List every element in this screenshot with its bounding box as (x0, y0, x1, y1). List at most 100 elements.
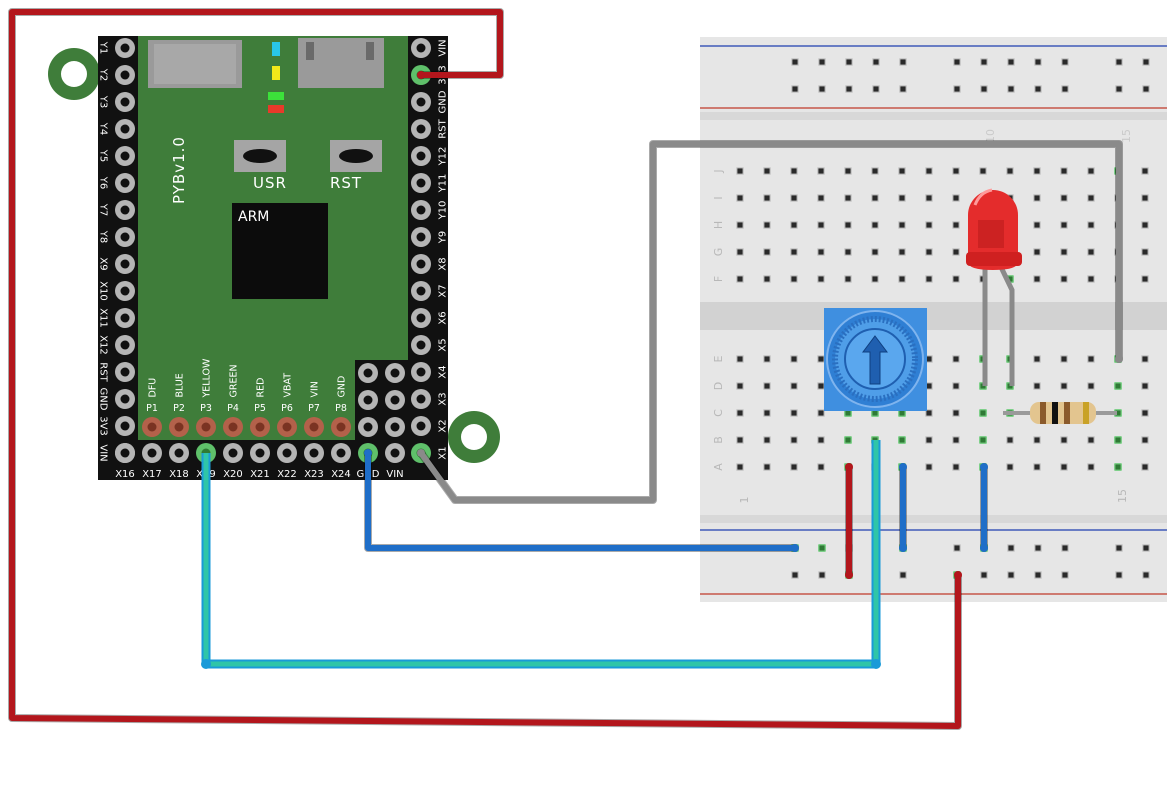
breadboard-hole (1007, 464, 1013, 470)
breadboard-hole (846, 59, 852, 65)
breadboard-hole (791, 195, 797, 201)
breadboard-hole (953, 437, 959, 443)
pin-label: Y9 (438, 231, 449, 244)
breadboard-hole (819, 545, 825, 551)
breadboard-hole (764, 356, 770, 362)
pin-label: X3 (438, 392, 449, 405)
breadboard-hole (1034, 168, 1040, 174)
wire-end (845, 463, 853, 471)
pin-label: Y10 (438, 201, 449, 221)
breadboard-hole (953, 383, 959, 389)
header-pin-hole (416, 232, 426, 242)
breadboard-hole (791, 249, 797, 255)
led-pad-name: DFU (148, 378, 159, 398)
breadboard-hole (953, 410, 959, 416)
header-pin-hole (416, 205, 426, 215)
header-pin-hole (390, 395, 400, 405)
breadboard-hole (1088, 437, 1094, 443)
breadboard-hole (872, 168, 878, 174)
row-letter: D (712, 382, 725, 390)
breadboard-hole (953, 276, 959, 282)
breadboard-hole (1034, 383, 1040, 389)
wire-end (417, 449, 425, 457)
breadboard-hole (737, 410, 743, 416)
breadboard-hole (872, 249, 878, 255)
header-pin-hole (363, 368, 373, 378)
breadboard-hole (1142, 356, 1148, 362)
pin-label: X12 (98, 335, 109, 355)
led-pad-name: GND (337, 376, 348, 398)
header-pin-hole (363, 422, 373, 432)
led-pad-hole (201, 422, 211, 432)
breadboard-hole (764, 410, 770, 416)
row-letter: I (712, 196, 725, 199)
header-pin-hole (416, 124, 426, 134)
breadboard-hole (980, 168, 986, 174)
breadboard-hole (1061, 383, 1067, 389)
breadboard-hole (737, 464, 743, 470)
breadboard-hole (953, 356, 959, 362)
breadboard-hole (845, 276, 851, 282)
breadboard-hole (845, 222, 851, 228)
breadboard-hole (1061, 249, 1067, 255)
breadboard-hole (1062, 545, 1068, 551)
pin-label: X11 (98, 308, 109, 328)
header-pin-hole (120, 124, 130, 134)
breadboard-hole (1008, 59, 1014, 65)
breadboard-hole (981, 86, 987, 92)
breadboard-hole (953, 464, 959, 470)
breadboard-hole (954, 86, 960, 92)
breadboard-hole (818, 383, 824, 389)
breadboard-hole (1116, 572, 1122, 578)
led-red (268, 105, 284, 113)
wire-end (980, 544, 988, 552)
header-pin-hole (120, 313, 130, 323)
header-pin-hole (120, 340, 130, 350)
header-pin-hole (120, 43, 130, 53)
wires (8, 8, 1123, 730)
breadboard-hole (899, 195, 905, 201)
breadboard-hole (845, 437, 851, 443)
header-pin-hole (120, 151, 130, 161)
breadboard-hole (1007, 437, 1013, 443)
header-pin-hole (120, 286, 130, 296)
led-yellow (272, 66, 280, 80)
led-pad-label: P2 (173, 403, 185, 414)
breadboard-hole (764, 437, 770, 443)
breadboard-hole (1034, 437, 1040, 443)
breadboard-hole (953, 222, 959, 228)
column-number: 15 (1116, 489, 1129, 503)
header-pin-hole (390, 448, 400, 458)
breadboard-hole (818, 356, 824, 362)
header-pin-hole (363, 395, 373, 405)
mounting-hole-left-inner (61, 61, 87, 87)
breadboard-hole (981, 572, 987, 578)
breadboard-hole (1034, 195, 1040, 201)
breadboard-hole (1115, 383, 1121, 389)
column-number: 15 (1120, 129, 1133, 143)
breadboard-hole (1061, 356, 1067, 362)
header-pin-hole (336, 448, 346, 458)
breadboard-hole (737, 195, 743, 201)
header-pin-hole (120, 232, 130, 242)
led-pad-label: P8 (335, 403, 347, 414)
breadboard-hole (791, 356, 797, 362)
header-pin-hole (390, 368, 400, 378)
breadboard-hole (1143, 59, 1149, 65)
breadboard-hole (1034, 356, 1040, 362)
led-pad-label: P5 (254, 403, 266, 414)
header-pin-hole (416, 43, 426, 53)
led-blue (272, 42, 280, 56)
led-pad-hole (174, 422, 184, 432)
breadboard-hole (818, 222, 824, 228)
wire-end (364, 449, 372, 457)
breadboard-hole (1088, 464, 1094, 470)
board-name: PYBv1.0 (170, 136, 188, 204)
breadboard-hole (1061, 276, 1067, 282)
pin-label: Y7 (98, 203, 109, 216)
breadboard-hole (1115, 410, 1121, 416)
breadboard-hole (791, 168, 797, 174)
breadboard-hole (1035, 545, 1041, 551)
led-pad-label: P7 (308, 403, 320, 414)
led-pad-hole (336, 422, 346, 432)
